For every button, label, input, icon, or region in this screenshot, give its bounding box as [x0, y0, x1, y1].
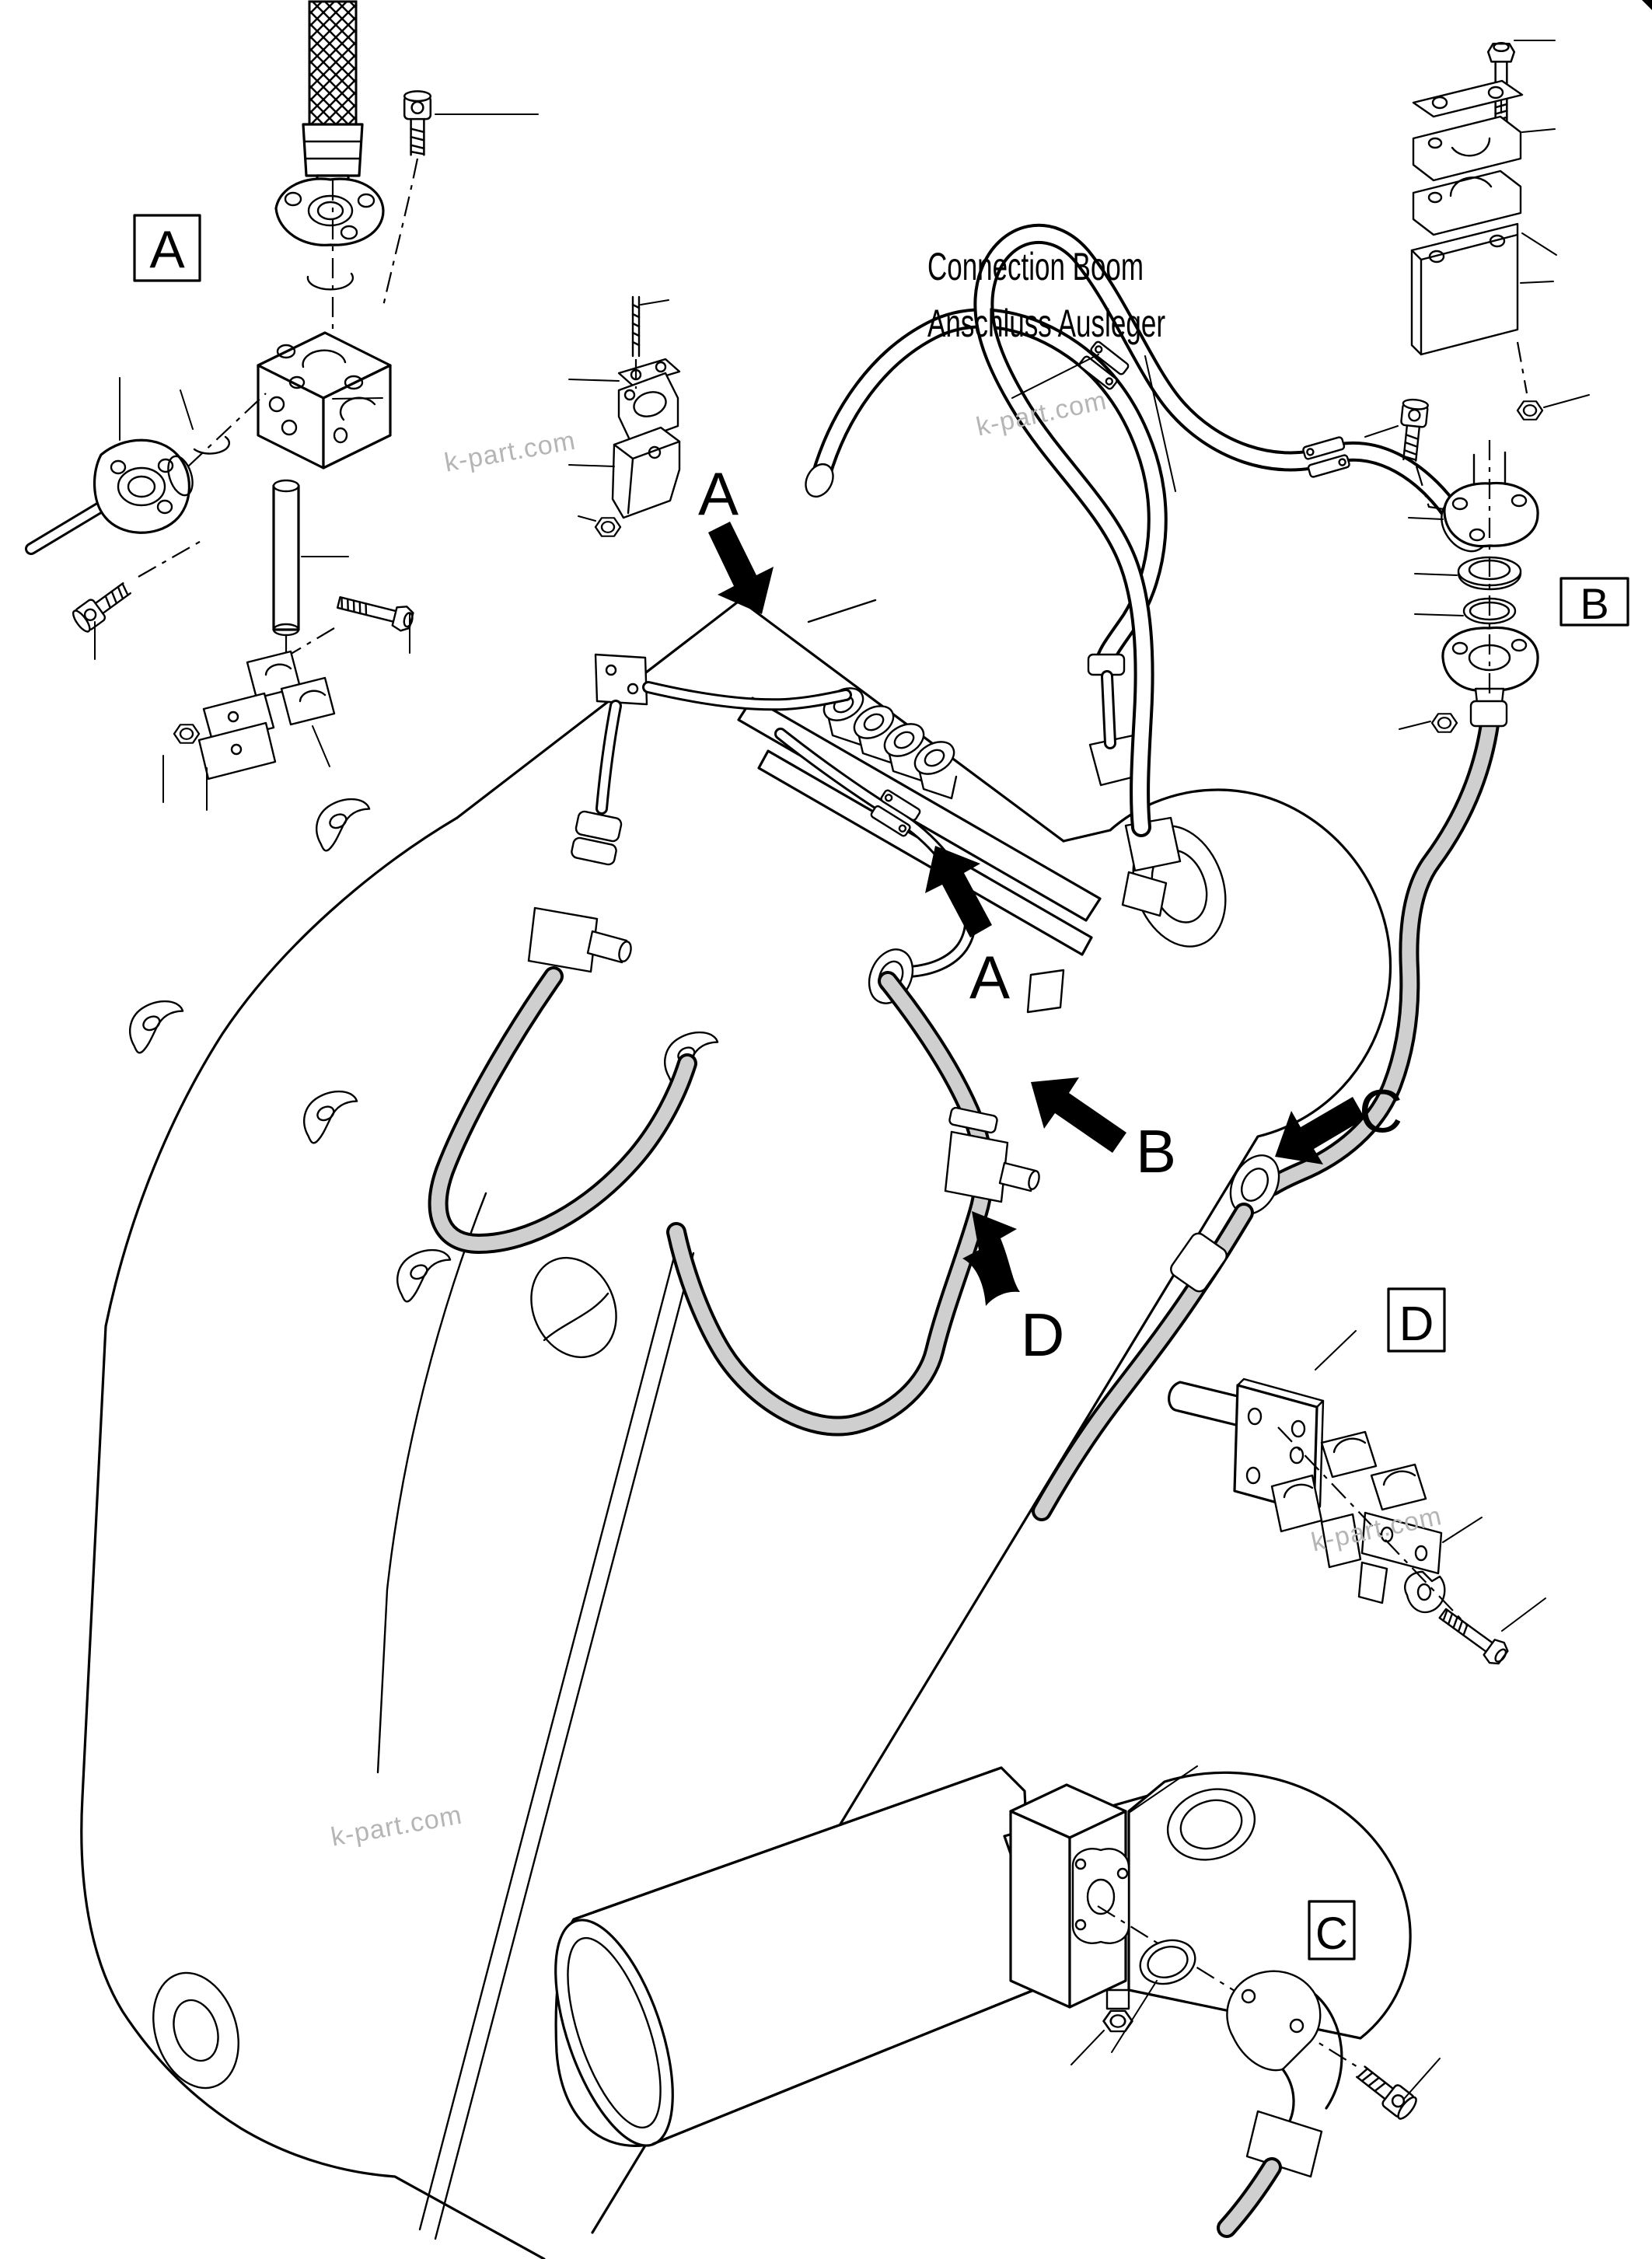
title-line-2: Anschluss Ausleger [927, 302, 1165, 345]
snap-ring-2 [193, 435, 230, 455]
boom-lug [125, 997, 189, 1055]
callout-arrow-c [1275, 1097, 1365, 1164]
o-ring [1111, 1939, 1196, 2053]
lock-washer [1404, 1570, 1446, 1614]
split-flange-elbow [1217, 1970, 1343, 2238]
shim-plate [1026, 969, 1065, 1014]
section-box-a: A [133, 214, 201, 282]
clamp-half-lower [1412, 169, 1522, 236]
callout-arrow-a2 [925, 846, 992, 937]
cylinder-head-block [1009, 1783, 1130, 2009]
section-box-d-label: D [1399, 1297, 1434, 1351]
clamp-half-upper [1412, 115, 1522, 182]
title-block: Connection Boom Anschluss Ausleger [927, 245, 1176, 492]
braided-hose [308, 0, 358, 126]
boom-oval-hole [530, 1256, 617, 1359]
title-pointer-lines [1011, 354, 1176, 492]
hose-flange-b [1441, 626, 1539, 704]
boom-foot-eye [152, 1971, 239, 2090]
arrow-label-c: C [1359, 1077, 1402, 1145]
hex-nut-tr [1516, 400, 1544, 421]
hose-fitting-left [527, 810, 632, 973]
callout-arrow-a1 [708, 522, 774, 614]
spacer-tube [272, 479, 349, 675]
top-right-clamp-stack [1410, 40, 1590, 421]
hex-bolt-d [1434, 1602, 1512, 1669]
hex-bolt-a [334, 589, 417, 634]
o-ring-b [1414, 597, 1517, 625]
hose-sleeve [1170, 1232, 1228, 1293]
seal-cup [1414, 556, 1522, 591]
socket-bolt-a [403, 90, 432, 156]
watermark-1: k-part.com [442, 426, 578, 478]
watermarks: k-part.com k-part.com k-part.com k-part.… [329, 386, 1444, 1852]
boom-lug [312, 795, 375, 853]
socket-bolt-b [1396, 397, 1430, 463]
watermark-4: k-part.com [329, 1800, 465, 1852]
hose-flange [274, 177, 385, 246]
clamp-bracket [1410, 222, 1519, 356]
socket-bolt-c [1351, 2060, 1420, 2123]
hex-nut-b [1430, 713, 1458, 733]
callout-arrows: A A B C D [698, 459, 1402, 1369]
callout-arrow-b [1031, 1077, 1126, 1153]
valve-manifold [527, 653, 1182, 1014]
arrow-label-d: D [1021, 1301, 1064, 1369]
arrow-label-a1: A [698, 459, 739, 528]
left-flange-pipe [25, 377, 194, 555]
bracket-clamp-block [617, 372, 679, 445]
mount-rod [1168, 1381, 1252, 1429]
clamp-plates [197, 692, 277, 811]
snap-ring [306, 272, 354, 291]
page-corner-mark [1642, 0, 1652, 10]
section-box-a-label: A [149, 220, 185, 279]
section-c-parts [1097, 1765, 1441, 2238]
hoses [428, 223, 1500, 1521]
valve-block [257, 331, 392, 470]
pipe-flange-b [1408, 481, 1539, 548]
section-b-parts [1364, 397, 1539, 733]
socket-bolt-a2 [69, 577, 135, 635]
arrow-label-a2: A [969, 943, 1010, 1011]
boom-lug [393, 1246, 456, 1304]
clamp-halves [246, 650, 336, 767]
pipe-clamp-block [594, 653, 648, 706]
arrow-label-b: B [1136, 1117, 1176, 1185]
section-box-b-label: B [1580, 579, 1608, 628]
bracket-l [611, 426, 681, 519]
section-a-parts [25, 0, 539, 811]
section-d-parts [1168, 1330, 1546, 1669]
callout-arrow-d [962, 1211, 1020, 1306]
plug-and-nut [1070, 1988, 1133, 2065]
title-line-1: Connection Boom [927, 245, 1144, 288]
boom-lug [299, 1088, 363, 1145]
section-box-c-label: C [1315, 1908, 1348, 1959]
clamp-blocks-d [1270, 1430, 1427, 1569]
section-box-d: D [1387, 1287, 1446, 1353]
hex-nut-bracket [594, 517, 622, 537]
section-box-b: B [1559, 577, 1629, 628]
cylinder-rod-eye [1127, 1771, 1412, 2040]
hex-nut-a [173, 724, 201, 744]
section-box-c: C [1308, 1900, 1356, 1960]
top-center-bracket [568, 295, 681, 537]
split-flange-c [1229, 1154, 1280, 1215]
hose-d-clamp [944, 1106, 1040, 1203]
hydraulic-cylinder [554, 1766, 1412, 2147]
